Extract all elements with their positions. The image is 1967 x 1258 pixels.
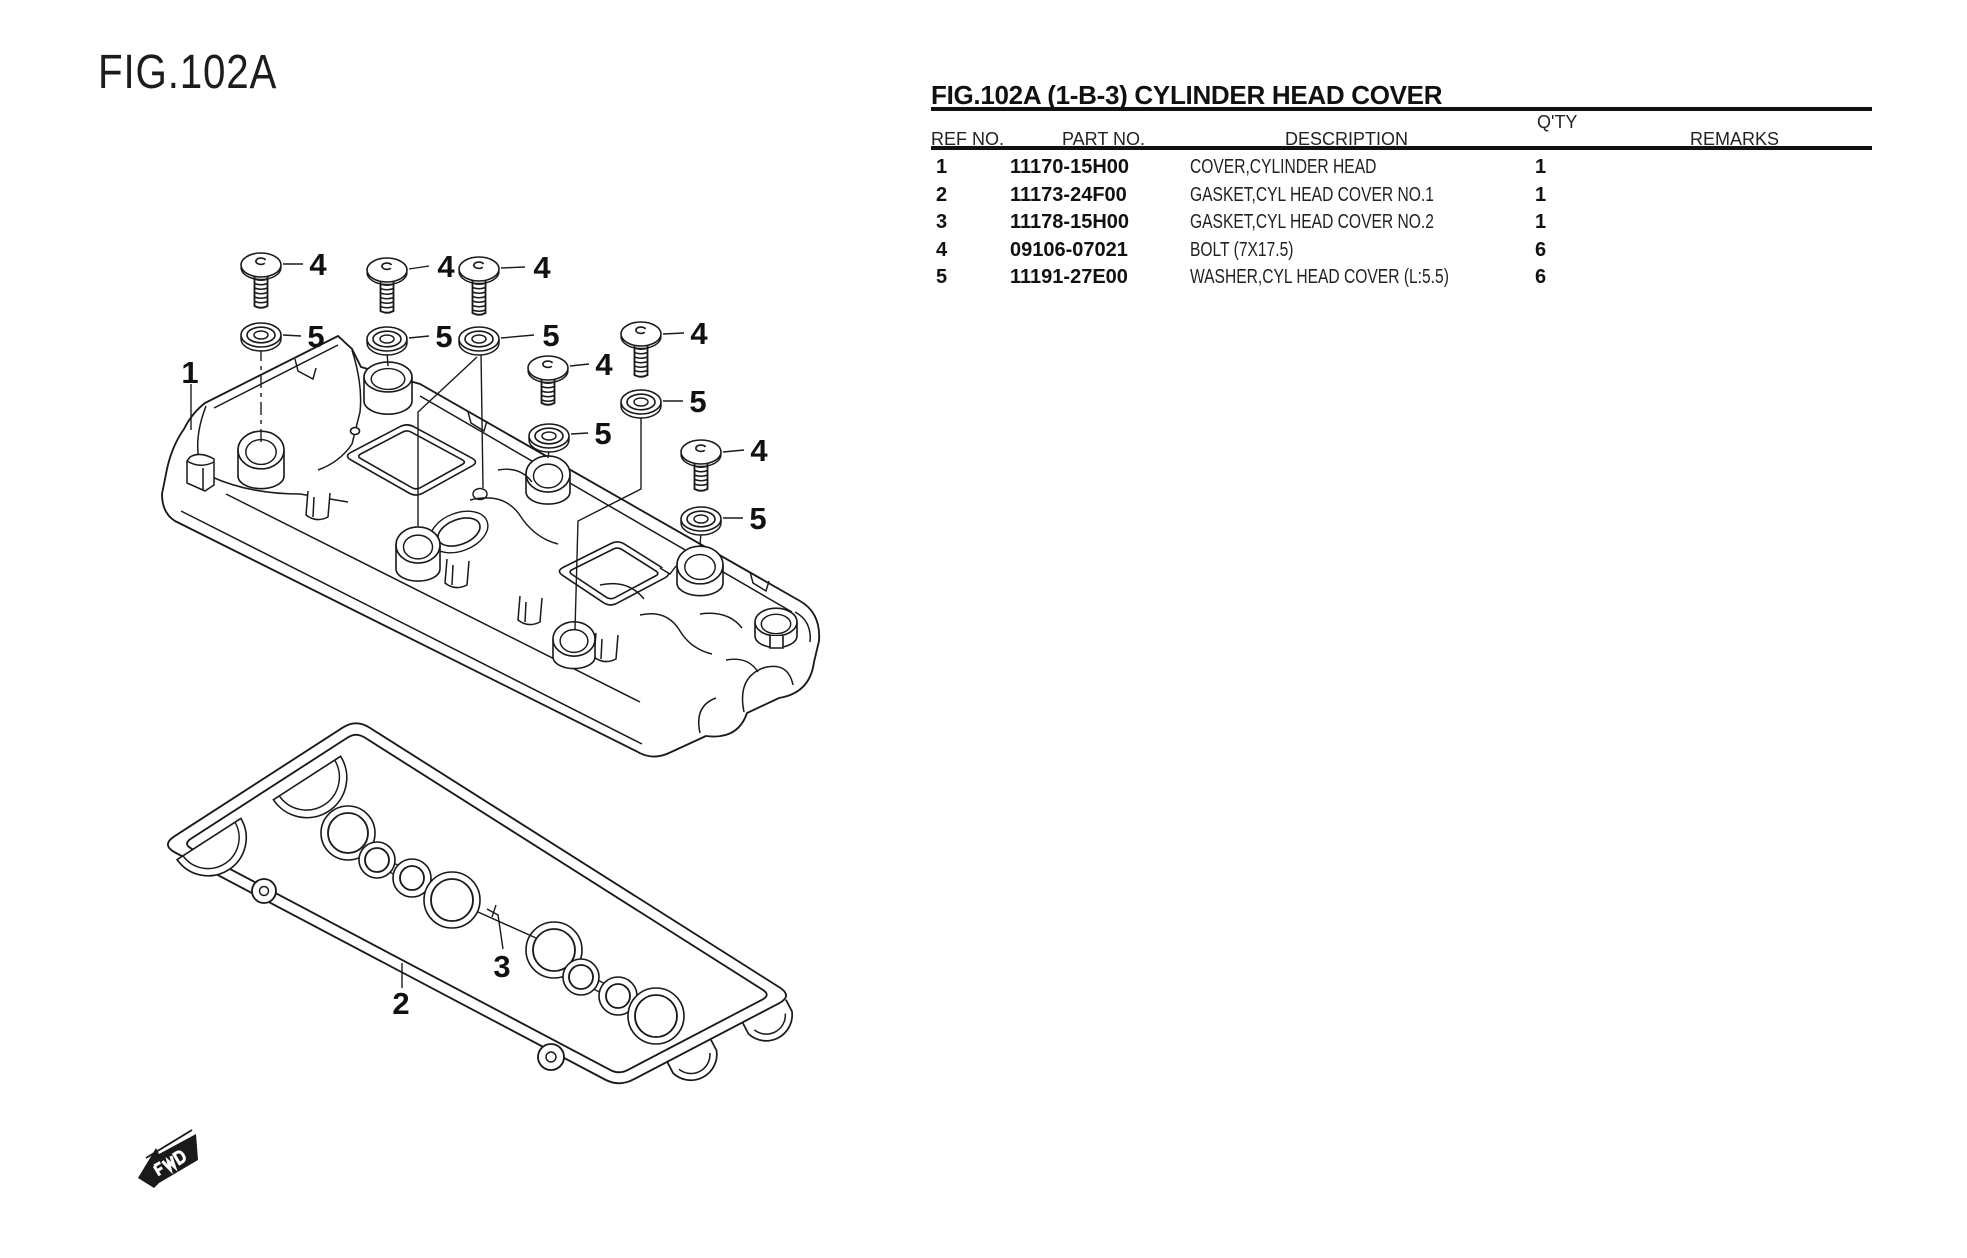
svg-text:4: 4: [533, 250, 551, 285]
svg-text:4: 4: [750, 433, 768, 468]
svg-text:3: 3: [493, 949, 510, 984]
svg-text:5: 5: [435, 319, 452, 354]
svg-text:4: 4: [595, 347, 613, 382]
svg-text:5: 5: [542, 318, 559, 353]
svg-text:1: 1: [181, 355, 198, 390]
svg-text:2: 2: [392, 986, 409, 1021]
svg-text:4: 4: [309, 247, 327, 282]
svg-text:4: 4: [690, 316, 708, 351]
svg-text:5: 5: [689, 384, 706, 419]
svg-text:5: 5: [749, 501, 766, 536]
svg-text:5: 5: [594, 416, 611, 451]
svg-text:5: 5: [307, 319, 324, 354]
svg-text:4: 4: [437, 249, 455, 284]
